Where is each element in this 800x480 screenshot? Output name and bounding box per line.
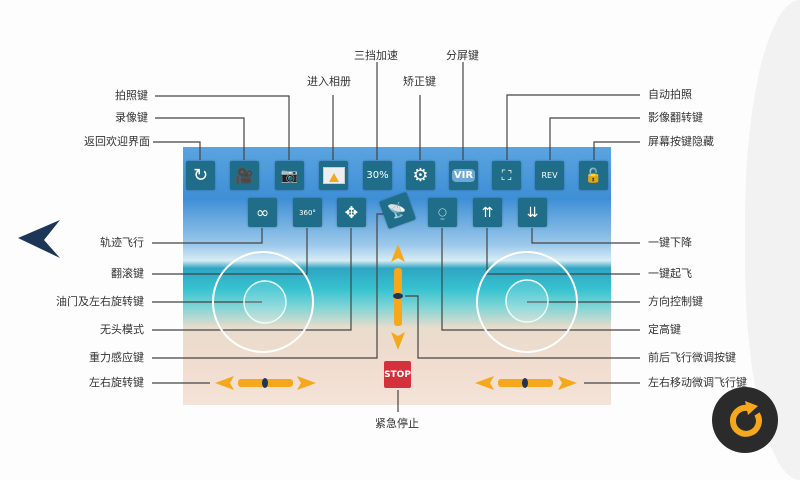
label-headless: 无头模式 bbox=[100, 323, 144, 336]
left-joystick-knob bbox=[243, 280, 287, 324]
roll-360-icon: 360° bbox=[299, 208, 316, 217]
label-trajectory: 轨迹飞行 bbox=[100, 236, 144, 249]
speed-value: 30% bbox=[366, 170, 389, 181]
roll-button[interactable]: 360° bbox=[293, 198, 322, 227]
vr-label: VIR bbox=[451, 169, 476, 182]
label-photo: 拍照键 bbox=[115, 89, 148, 102]
takeoff-button[interactable]: ⇈ bbox=[473, 198, 502, 227]
label-hide: 屏幕按键隐藏 bbox=[648, 135, 714, 148]
speed-button[interactable]: 30% bbox=[363, 161, 392, 190]
label-split: 分屏键 bbox=[446, 49, 479, 62]
label-throttle: 油门及左右旋转键 bbox=[56, 295, 144, 308]
location-pin-icon: ⍜ bbox=[438, 204, 447, 221]
label-takeoff: 一键起飞 bbox=[648, 267, 692, 280]
calibrate-button[interactable]: ⚙ bbox=[406, 161, 435, 190]
drone-up-icon: ⇈ bbox=[481, 204, 494, 221]
label-roll: 翻滚键 bbox=[111, 267, 144, 280]
hide-buttons-button[interactable]: 🔓 bbox=[579, 161, 608, 190]
right-joystick-ring bbox=[476, 251, 578, 353]
label-calibrate: 矫正键 bbox=[403, 75, 436, 88]
photo-button[interactable]: 📷 bbox=[275, 161, 304, 190]
refresh-button bbox=[712, 387, 778, 453]
label-trim-fb: 前后飞行微调按键 bbox=[648, 351, 736, 364]
label-record: 录像键 bbox=[115, 111, 148, 124]
right-horizontal-slider bbox=[475, 376, 577, 390]
gear-icon: ⚙ bbox=[412, 165, 429, 186]
drone-down-icon: ⇊ bbox=[526, 204, 539, 221]
right-joystick-knob bbox=[505, 279, 549, 323]
stop-label: STOP bbox=[384, 369, 411, 380]
satellite-dish-icon: 📡 bbox=[386, 200, 409, 221]
headless-button[interactable]: ✥ bbox=[337, 198, 366, 227]
loop-icon: ∞ bbox=[255, 203, 270, 222]
label-gravity: 重力感应键 bbox=[89, 351, 144, 364]
label-speed: 三挡加速 bbox=[354, 49, 398, 62]
left-horizontal-slider bbox=[215, 376, 316, 390]
camera-icon: 📷 bbox=[280, 167, 299, 184]
back-button[interactable]: ↻ bbox=[186, 161, 215, 190]
rev-label: REV bbox=[541, 171, 558, 180]
face-frame-icon: ⛶ bbox=[501, 167, 512, 184]
album-button[interactable] bbox=[319, 161, 348, 190]
label-emergency: 紧急停止 bbox=[375, 417, 419, 430]
label-album: 进入相册 bbox=[307, 75, 351, 88]
label-altitude: 定高键 bbox=[648, 323, 681, 336]
altitude-hold-button[interactable]: ⍜ bbox=[428, 198, 457, 227]
label-back: 返回欢迎界面 bbox=[84, 135, 150, 148]
label-rotate: 左右旋转键 bbox=[89, 376, 144, 389]
vertical-trim-slider bbox=[391, 244, 405, 350]
back-icon: ↻ bbox=[192, 165, 209, 186]
back-arrow-icon bbox=[18, 220, 60, 258]
flip-image-button[interactable]: REV bbox=[535, 161, 564, 190]
label-flip: 影像翻转键 bbox=[648, 111, 703, 124]
auto-photo-button[interactable]: ⛶ bbox=[492, 161, 521, 190]
split-screen-button[interactable]: VIR bbox=[449, 161, 478, 190]
down-arrow-icon bbox=[391, 332, 405, 350]
label-direction: 方向控制键 bbox=[648, 295, 703, 308]
label-auto-photo: 自动拍照 bbox=[648, 88, 692, 101]
label-land: 一键下降 bbox=[648, 236, 692, 249]
label-trim-lr: 左右移动微调飞行键 bbox=[648, 376, 747, 389]
gallery-icon bbox=[322, 167, 345, 184]
record-button[interactable]: 🎥 bbox=[230, 161, 259, 190]
drone-icon: ✥ bbox=[344, 203, 359, 222]
trajectory-button[interactable]: ∞ bbox=[248, 198, 277, 227]
left-joystick-ring bbox=[212, 251, 314, 353]
unlock-icon: 🔓 bbox=[584, 167, 603, 184]
emergency-stop-button[interactable]: STOP bbox=[384, 361, 411, 388]
video-camera-icon: 🎥 bbox=[235, 166, 254, 185]
land-button[interactable]: ⇊ bbox=[518, 198, 547, 227]
vertical-trim-knob bbox=[393, 293, 403, 299]
refresh-icon bbox=[729, 404, 762, 437]
up-arrow-icon bbox=[391, 244, 405, 262]
